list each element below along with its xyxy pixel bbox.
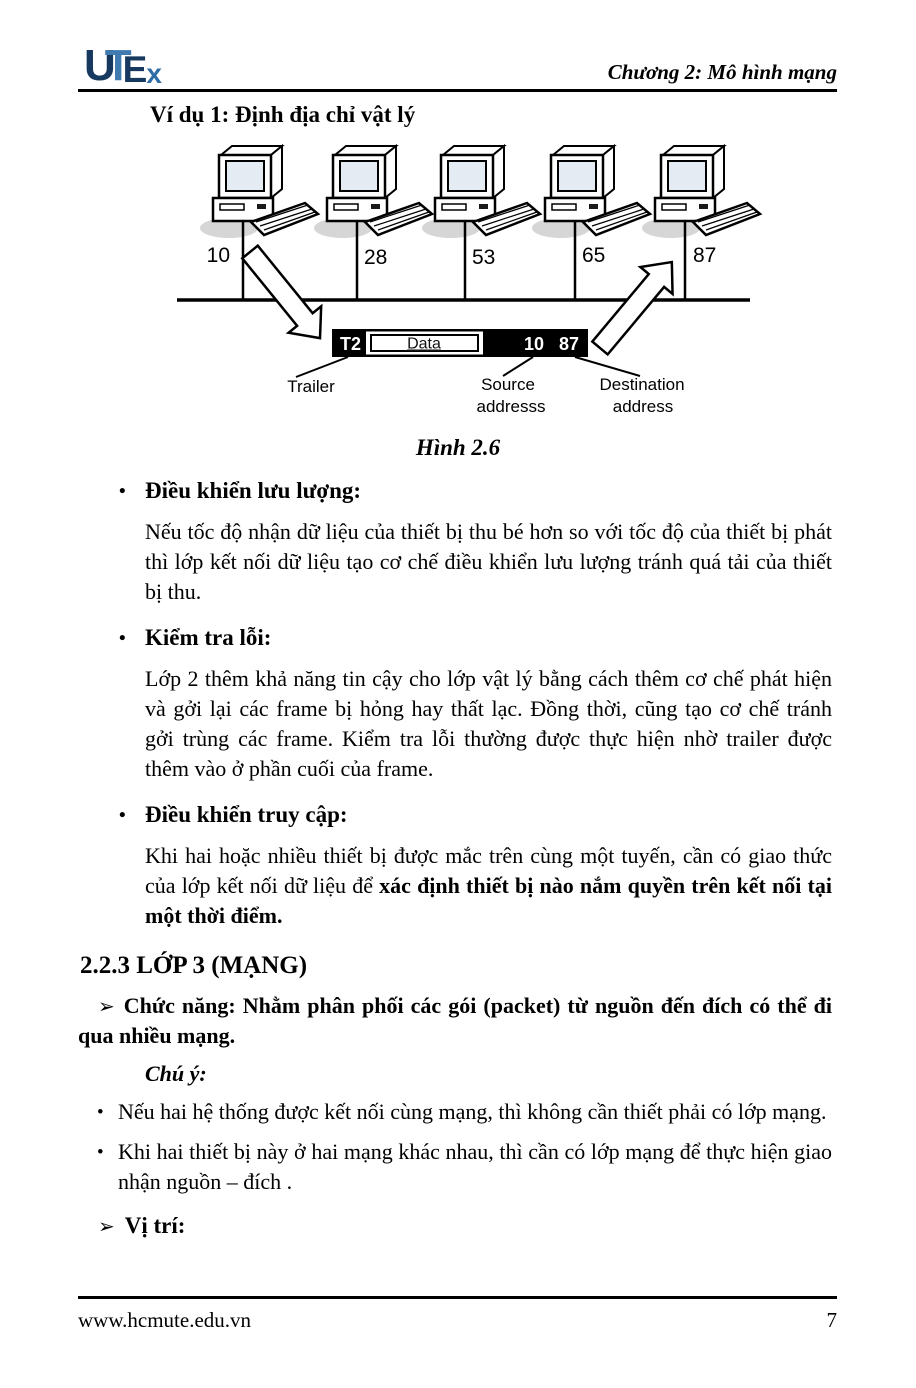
block-arrow-up-icon (590, 260, 674, 357)
figure-2-6-diagram: 10 28 53 65 87 T2 Data 10 87 Trailer Sou… (177, 144, 762, 416)
station-address: 28 (364, 246, 387, 269)
bullet-dot-icon: • (97, 1102, 104, 1123)
position-heading: ➢ Vị trí: (98, 1211, 832, 1241)
paragraph-bold-run: xác định thiết bị nào nắm quyền trên kết… (145, 873, 832, 928)
source-label-line1: Source (481, 375, 535, 394)
page-header: U T E x Chương 2: Mô hình mạng (78, 44, 837, 92)
body-content: • Điều khiển lưu lượng: Nếu tốc độ nhận … (0, 477, 916, 1241)
section-heading-layer3: 2.2.3 LỚP 3 (MẠNG) (80, 952, 308, 979)
trailer-label: Trailer (287, 377, 335, 396)
bullet-heading-text: Điều khiển lưu lượng: (145, 478, 362, 503)
frame-source-field: 10 (524, 334, 544, 354)
note-text: Khi hai thiết bị này ở hai mạng khác nha… (118, 1139, 832, 1194)
bullet-dot-icon: • (119, 805, 126, 826)
bullet-heading-text: Kiểm tra lỗi: (145, 625, 272, 650)
logo-letter-u: U (84, 41, 116, 90)
paragraph-error-check: Lớp 2 thêm khả năng tin cậy cho lớp vật … (145, 666, 832, 781)
arrowhead-bullet-icon: ➢ (98, 1214, 115, 1238)
note-label: Chú ý: (145, 1061, 207, 1086)
computer-icon (640, 144, 762, 240)
destination-label-line2: address (613, 397, 673, 416)
bullet-heading-error-check: • Kiểm tra lỗi: (119, 624, 832, 652)
chapter-title: Chương 2: Mô hình mạng (607, 60, 837, 84)
computer-icon (420, 144, 542, 240)
note-item-different-network: • Khi hai thiết bị này ở hai mạng khác n… (97, 1137, 832, 1197)
source-label-line2: addresss (477, 397, 546, 416)
station-address: 65 (582, 244, 605, 267)
function-text: Chức năng: Nhằm phân phối các gói (packe… (78, 993, 832, 1048)
paragraph-function: ➢Chức năng: Nhằm phân phối các gói (pack… (78, 991, 832, 1051)
bullet-dot-icon: • (119, 481, 126, 502)
station-address: 53 (472, 246, 495, 269)
block-arrow-down-icon (240, 243, 323, 340)
footer-website: www.hcmute.edu.vn (78, 1308, 252, 1332)
paragraph-access-control: Khi hai hoặc nhiều thiết bị được mắc trê… (145, 841, 832, 931)
station-address: 10 (207, 244, 230, 267)
bullet-dot-icon: • (97, 1142, 104, 1163)
frame-data-field: Data (407, 336, 441, 353)
paragraph-normal-run: Khi hai hoặc nhiều thiết bị được mắc trê… (145, 843, 832, 898)
footer-page-number: 7 (826, 1308, 838, 1332)
data-field-inner-box (370, 334, 479, 352)
bullet-heading-access-control: • Điều khiển truy cập: (119, 801, 832, 829)
computer-icon (530, 144, 652, 240)
note-text: Nếu hai hệ thống được kết nối cùng mạng,… (118, 1099, 827, 1124)
logo-letter-e: E (122, 49, 148, 90)
computer-icon (198, 144, 320, 240)
example-title: Ví dụ 1: Định địa chỉ vật lý (150, 102, 416, 127)
label-leader-lines (295, 356, 641, 378)
note-item-same-network: • Nếu hai hệ thống được kết nối cùng mạn… (97, 1097, 832, 1127)
position-label: Vị trí: (124, 1213, 186, 1238)
frame-trailer-field: T2 (340, 334, 361, 354)
bullet-heading-flow-control: • Điều khiển lưu lượng: (119, 477, 832, 505)
station-drop-lines (241, 220, 687, 300)
bullet-heading-text: Điều khiển truy cập: (145, 802, 348, 827)
computer-icon (312, 144, 434, 240)
paragraph-flow-control: Nếu tốc độ nhận dữ liệu của thiết bị thu… (145, 519, 832, 604)
logo-letter-t: T (104, 41, 132, 90)
frame-destination-field: 87 (559, 334, 579, 354)
figure-caption: Hình 2.6 (415, 435, 501, 460)
logo-letter-x: x (146, 58, 162, 89)
arrowhead-bullet-icon: ➢ (98, 994, 115, 1018)
destination-label-line1: Destination (599, 375, 684, 394)
station-address: 87 (693, 244, 716, 267)
ute-logo: U T E x (84, 41, 162, 90)
page-footer: www.hcmute.edu.vn 7 (78, 1296, 837, 1333)
bullet-dot-icon: • (119, 628, 126, 649)
